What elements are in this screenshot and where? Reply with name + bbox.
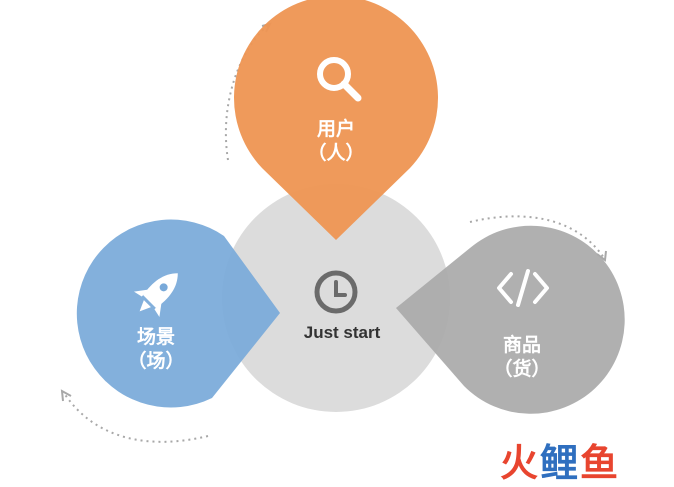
- watermark-char-3: 鱼: [580, 441, 621, 485]
- scene-drop: [76, 219, 280, 408]
- user-drop: [234, 0, 438, 240]
- product-label-line2: （货）: [493, 357, 551, 380]
- center-circle: [222, 184, 450, 412]
- product-label-line1: 商品: [502, 334, 541, 356]
- search-icon: [317, 57, 362, 102]
- watermark-char-1: 火: [500, 441, 541, 485]
- user-label-line1: 用户: [316, 118, 355, 140]
- product-drop: [396, 225, 625, 414]
- watermark-logo: 火鲤鱼: [500, 432, 670, 487]
- scene-label-line2: （场）: [127, 349, 185, 372]
- center-label: Just start: [303, 323, 381, 342]
- user-label-line2: （人）: [307, 141, 365, 164]
- product-label: 商品 （货）: [472, 334, 572, 382]
- watermark-char-2: 鲤: [540, 441, 581, 485]
- scene-label: 场景 （场）: [106, 326, 206, 374]
- scene-label-line1: 场景: [136, 326, 175, 348]
- left-arrow-head: [60, 389, 72, 402]
- rocket-icon: [133, 273, 178, 318]
- user-label: 用户 （人）: [286, 118, 386, 166]
- clock-icon: [314, 270, 358, 314]
- code-icon: [497, 269, 549, 307]
